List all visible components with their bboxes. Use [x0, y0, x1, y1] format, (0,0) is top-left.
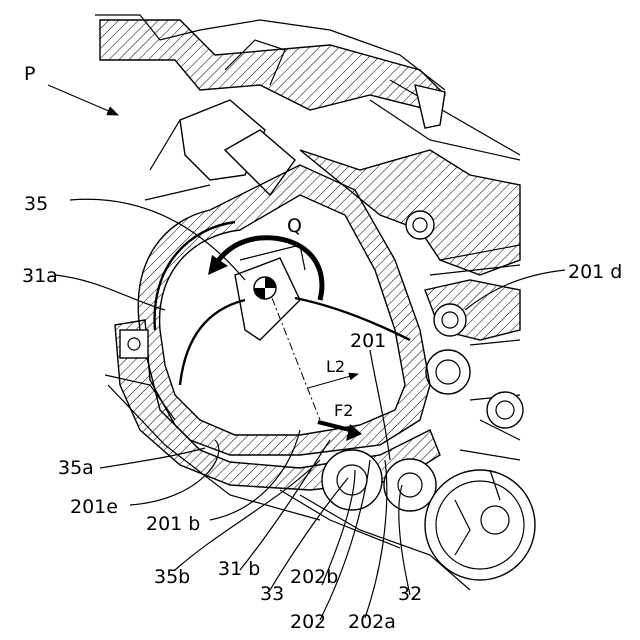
label-35: 35 — [24, 193, 48, 215]
large-gear — [425, 470, 535, 580]
label-31b: 31 b — [218, 558, 260, 580]
label-201: 201 — [350, 330, 386, 352]
label-35a: 35a — [58, 457, 94, 479]
label-201b: 201 b — [146, 513, 200, 535]
label-202: 202 — [290, 611, 326, 633]
label-q: Q — [287, 215, 302, 237]
label-32: 32 — [398, 583, 422, 605]
label-202a: 202a — [348, 611, 396, 633]
label-201d: 201 d — [568, 261, 622, 283]
label-201e: 201e — [70, 496, 118, 518]
roller-32 — [384, 459, 436, 511]
roller-33 — [322, 450, 382, 510]
label-f2: F2 — [334, 401, 353, 420]
label-l2: L2 — [326, 357, 345, 376]
label-33: 33 — [260, 583, 284, 605]
label-31a: 31a — [22, 265, 58, 287]
label-35b: 35b — [154, 566, 190, 588]
figure-label-p: P — [24, 63, 35, 85]
label-202b: 202b — [290, 566, 338, 588]
upper-housing — [95, 15, 520, 160]
